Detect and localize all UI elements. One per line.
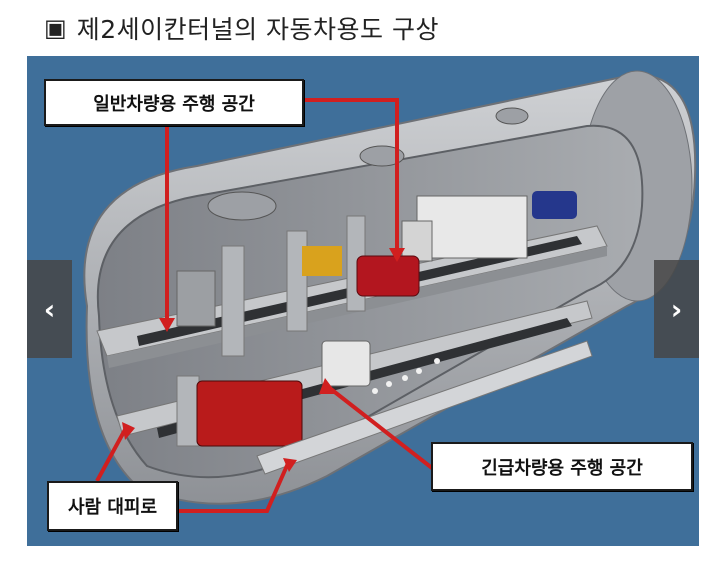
fire-truck [196, 380, 303, 447]
car-blue [532, 191, 577, 219]
page-title: 제2세이칸터널의 자동차용도 구상 [76, 15, 439, 44]
chevron-left-icon: ‹ [43, 292, 56, 326]
title-row: ▣ 제2세이칸터널의 자동차용도 구상 [44, 10, 439, 46]
tunnel-drawing [83, 70, 697, 513]
car-yellow [302, 246, 342, 276]
car-red-upper [356, 255, 420, 297]
evacuation-walkway [256, 340, 593, 475]
emergency-lane-label: 긴급차량용 주행 공간 [431, 442, 693, 491]
chevron-right-icon: › [670, 292, 683, 326]
evacuees [372, 358, 440, 394]
previous-slide-button[interactable]: ‹ [27, 260, 72, 358]
callout-arrows [95, 98, 434, 513]
evacuation-path-label: 사람 대피로 [47, 481, 178, 531]
next-slide-button[interactable]: › [654, 260, 699, 358]
truck-gray [176, 270, 216, 327]
ambulance [321, 340, 371, 387]
general-lane-label: 일반차량용 주행 공간 [44, 79, 304, 126]
title-bullet-icon: ▣ [44, 14, 67, 42]
truck-white [416, 195, 528, 259]
tunnel-illustration [27, 56, 699, 546]
